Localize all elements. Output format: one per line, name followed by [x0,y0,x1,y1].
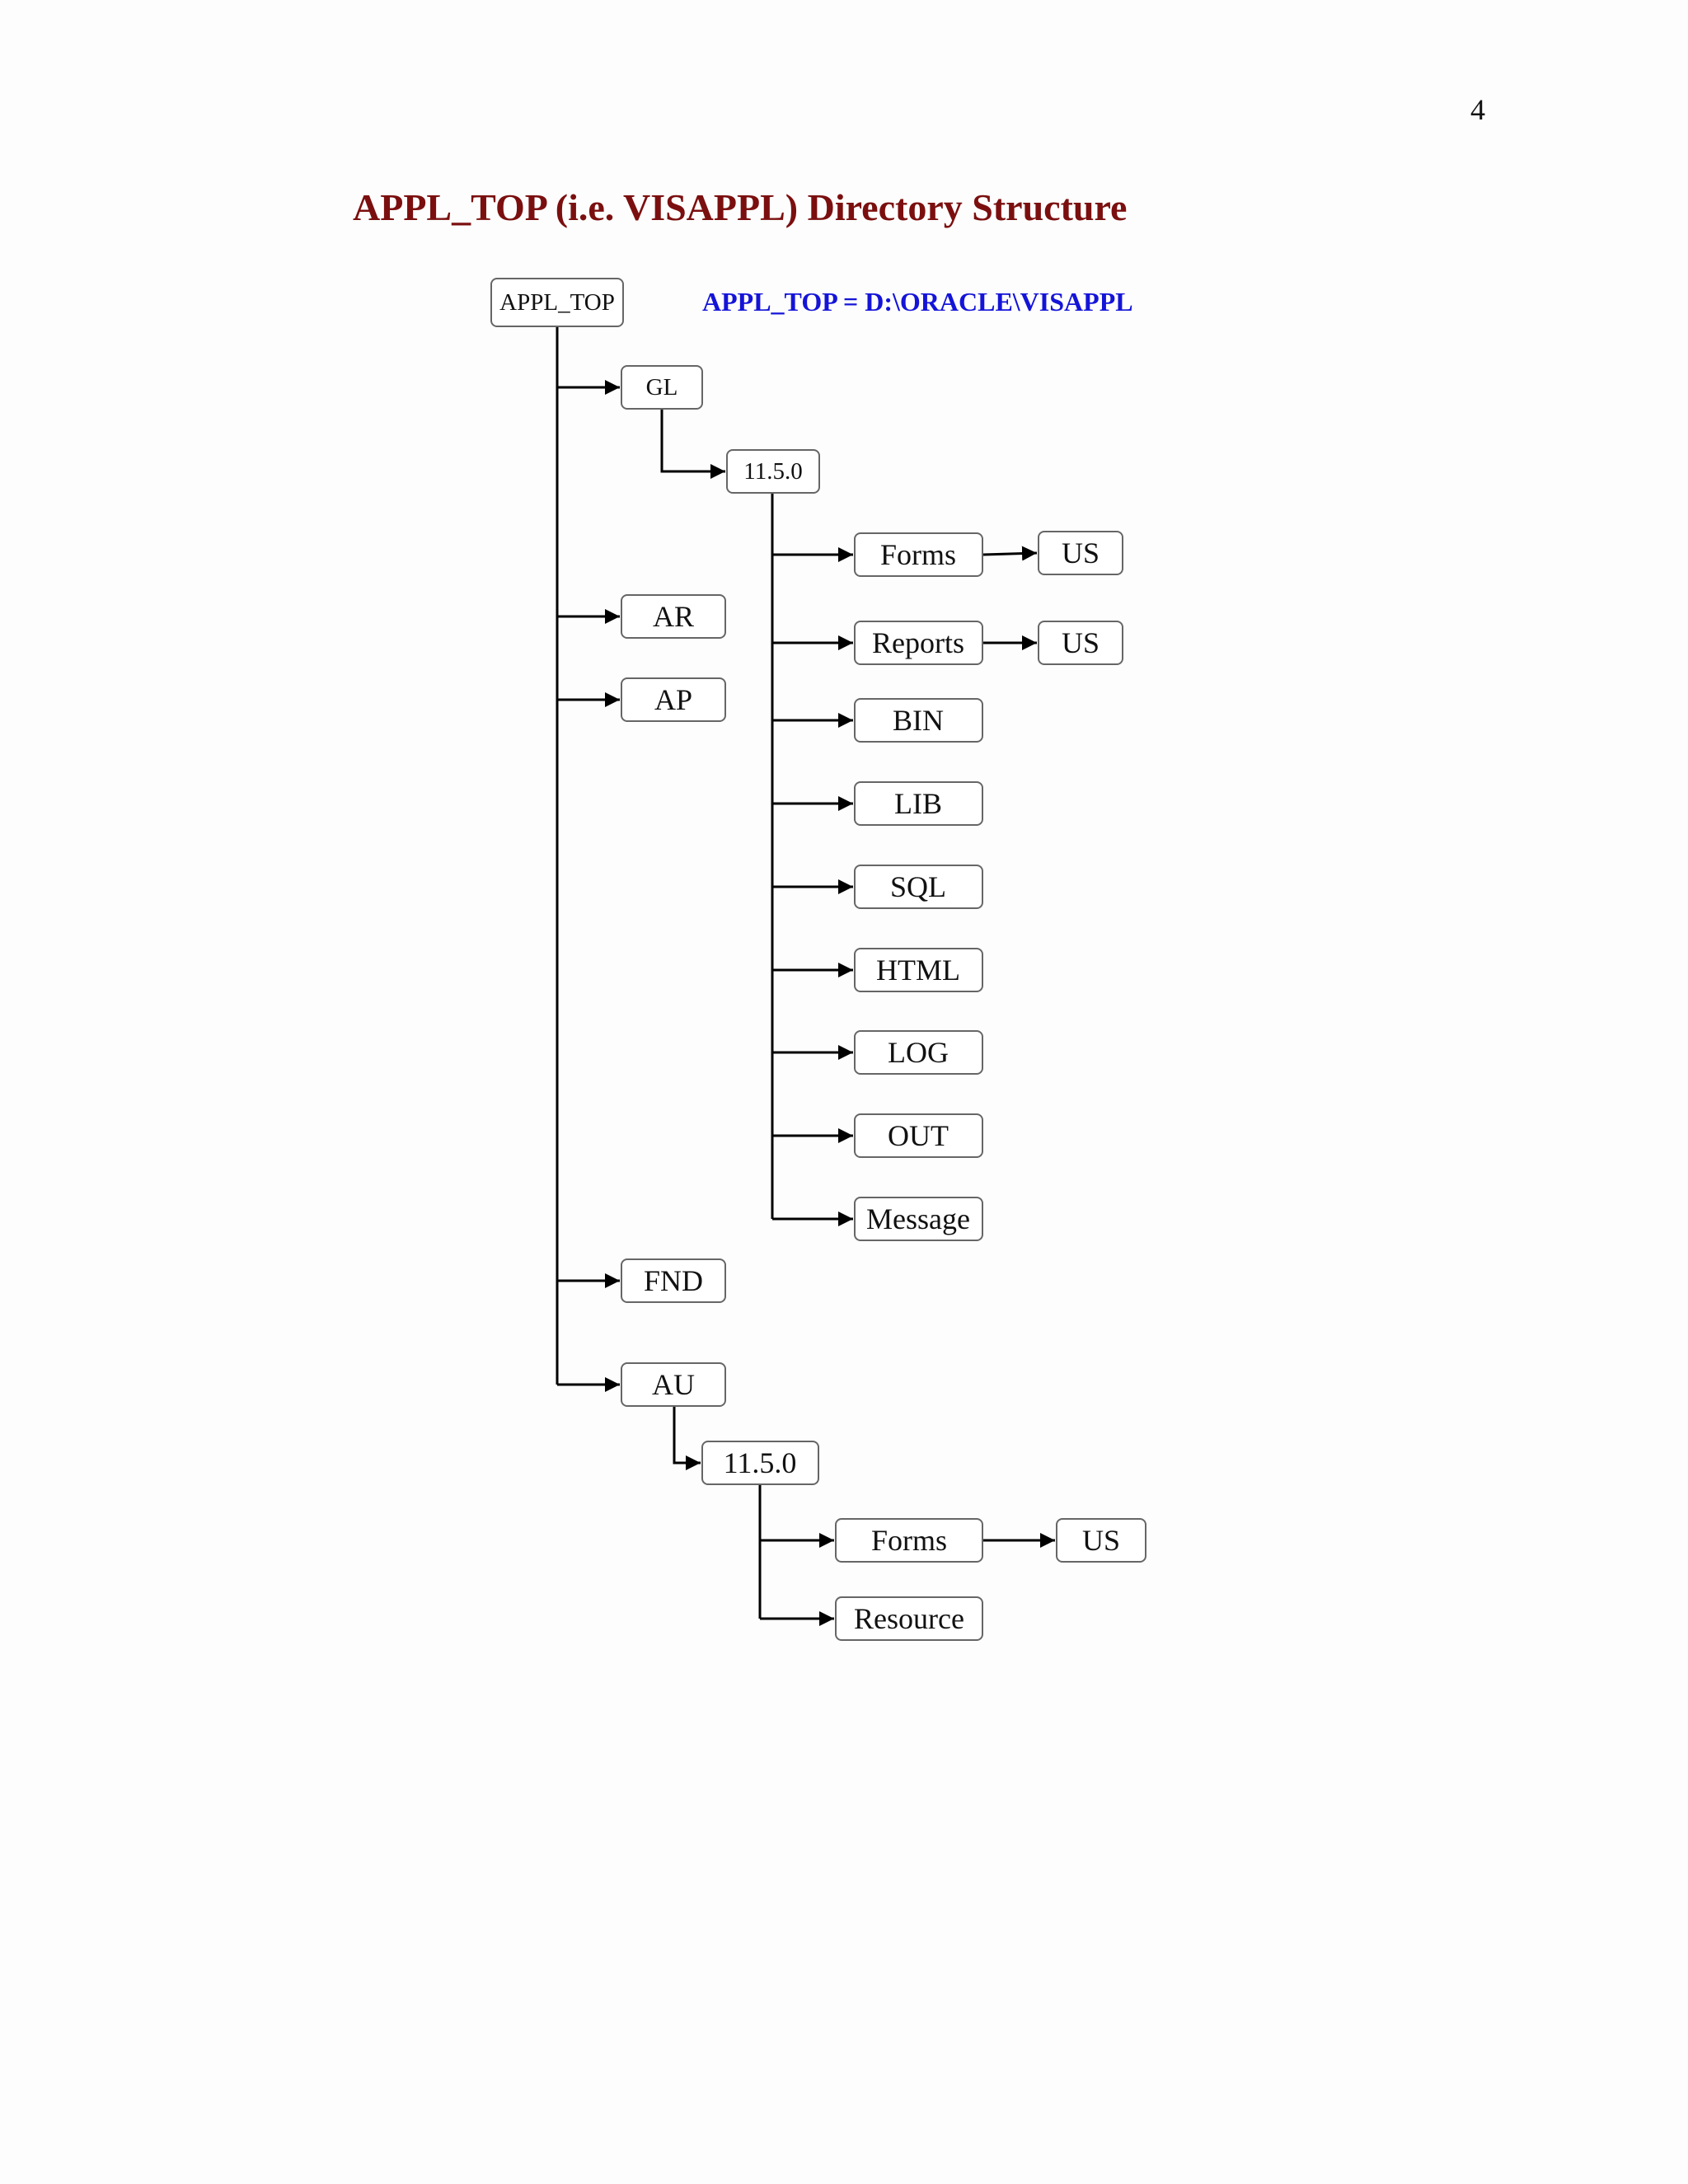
node-label: US [1082,1524,1120,1557]
node-label: Forms [871,1524,947,1557]
node-gl-out: OUT [854,1113,983,1158]
node-label: US [1062,626,1100,659]
node-au-forms-us: US [1056,1518,1146,1563]
node-label: GL [646,374,678,401]
node-gl-log: LOG [854,1030,983,1075]
node-label: OUT [888,1119,949,1152]
page-number: 4 [1470,93,1485,126]
appl-top-path-note: APPL_TOP = D:\ORACLE\VISAPPL [702,287,1133,316]
node-label: 11.5.0 [743,458,802,485]
node-label: HTML [876,954,960,987]
node-au-forms: Forms [835,1518,983,1563]
node-label: US [1062,537,1100,569]
node-gl-sql: SQL [854,865,983,909]
node-label: 11.5.0 [724,1446,797,1479]
node-ap: AP [621,677,726,722]
node-label: SQL [890,870,946,903]
page-title: APPL_TOP (i.e. VISAPPL) Directory Struct… [353,186,1128,228]
node-label: FND [644,1264,703,1297]
node-label: APPL_TOP [499,289,615,316]
node-label: BIN [893,704,944,737]
edge-gl-version [660,409,725,479]
node-gl: GL [621,365,703,410]
node-gl-forms-us: US [1038,531,1123,575]
node-label: Resource [854,1602,964,1635]
node-label: LIB [894,787,942,820]
node-label: LOG [888,1036,949,1069]
edge-au-version [673,1406,701,1470]
node-gl-lib: LIB [854,781,983,826]
edge-gl-forms-us [982,546,1038,561]
node-gl-reports: Reports [854,621,983,665]
node-au: AU [621,1362,726,1407]
node-gl-bin: BIN [854,698,983,743]
node-au-version: 11.5.0 [701,1441,819,1485]
node-label: AP [654,683,692,716]
node-label: AR [653,600,694,633]
node-label: Reports [872,626,964,659]
node-label: Forms [880,538,956,571]
node-gl-html: HTML [854,948,983,992]
node-gl-version: 11.5.0 [726,449,820,494]
node-fnd: FND [621,1258,726,1303]
node-appl-top: APPL_TOP [490,278,624,327]
tree-connectors [556,326,1055,1626]
node-gl-forms: Forms [854,532,983,577]
node-ar: AR [621,594,726,639]
node-gl-message: Message [854,1197,983,1241]
node-label: Message [866,1202,970,1235]
node-au-resource: Resource [835,1596,983,1641]
node-gl-reports-us: US [1038,621,1123,665]
node-label: AU [652,1368,695,1401]
